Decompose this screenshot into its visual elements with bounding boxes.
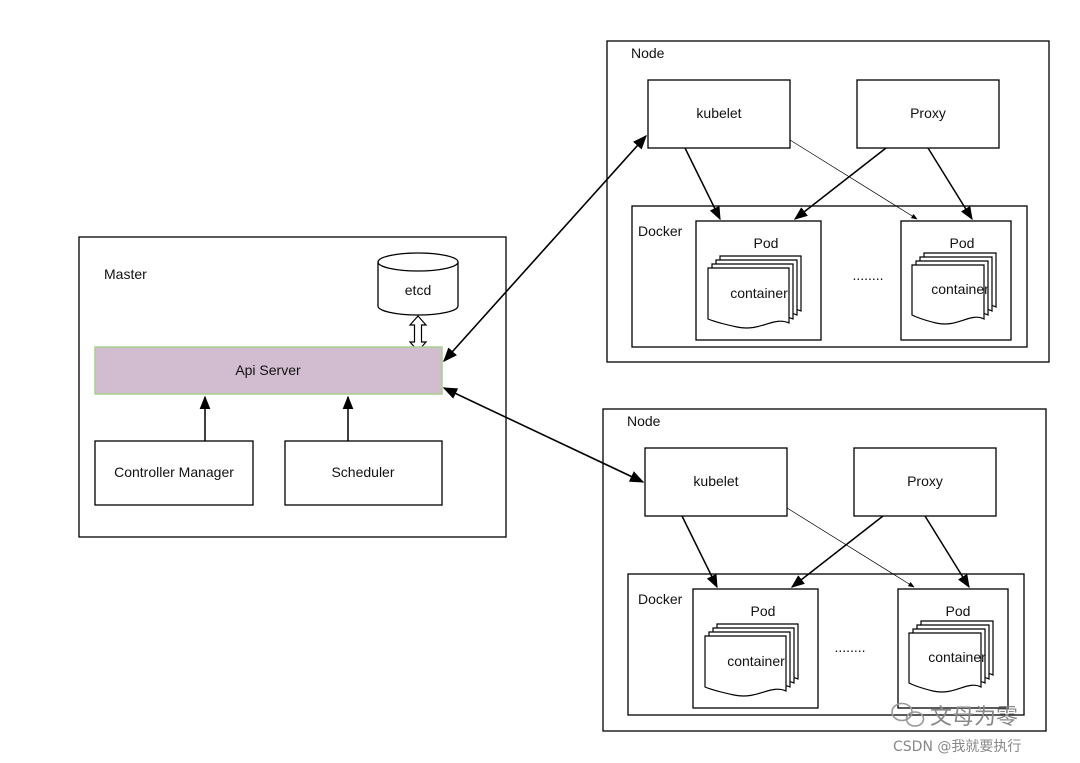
api-server-box: Api Server — [94, 346, 443, 395]
watermark: 文母为零 CSDN @我就要执行 — [891, 702, 1021, 755]
controller-manager-box: Controller Manager — [94, 440, 254, 506]
node-2-pod-b-container-label: container — [928, 649, 986, 665]
node-1-ellipsis: ........ — [852, 267, 883, 283]
watermark-csdn: CSDN @我就要执行 — [893, 739, 1021, 755]
node-2-proxy-label: Proxy — [907, 473, 943, 489]
node-2-proxy-pod-a-arrow — [790, 515, 884, 588]
node-2: Node kubelet Proxy Docker Pod container … — [602, 408, 1047, 732]
scheduler-label: Scheduler — [331, 464, 394, 480]
api-node-2-kubelet-arrow — [442, 387, 645, 483]
node-1-kubelet-box — [647, 79, 791, 149]
node-1-docker-label: Docker — [638, 223, 683, 239]
node-1-kubelet-pod-b-arrow — [789, 139, 918, 220]
node-2-kubelet-label: kubelet — [693, 473, 738, 489]
watermark-wechat-name: 文母为零 — [930, 705, 1018, 730]
etcd-label: etcd — [405, 282, 431, 298]
node-2-pod-a-container-shape — [704, 635, 787, 697]
node-1-proxy-label: Proxy — [910, 105, 946, 121]
node-2-ellipsis: ........ — [834, 639, 865, 655]
wechat-icon — [891, 702, 925, 727]
node-1-pod-a-container-shape — [707, 267, 790, 329]
node-1-pod-b-container-label: container — [931, 281, 989, 297]
node-1-pod-a-title: Pod — [754, 235, 779, 251]
api-node-1-kubelet-arrow — [443, 134, 647, 363]
master-title: Master — [104, 266, 147, 282]
node-1-proxy-pod-b-arrow — [927, 147, 973, 221]
scheduler-box: Scheduler — [284, 440, 443, 506]
node-1-pod-a-container-label: container — [730, 285, 788, 301]
node-1-kubelet-label: kubelet — [696, 105, 741, 121]
node-2-pod-b-container-shape — [908, 632, 982, 693]
etcd-cylinder: etcd — [377, 252, 459, 316]
node-2-kubelet-box — [644, 447, 788, 517]
node-1-pod-b-container-shape — [911, 264, 985, 325]
node-1: Node kubelet Proxy Docker Pod container … — [606, 40, 1050, 363]
node-2-proxy-box — [853, 447, 997, 517]
node-1-title: Node — [631, 45, 665, 61]
node-2-title: Node — [627, 413, 661, 429]
node-1-kubelet-pod-a-arrow — [684, 147, 721, 221]
node-2-pod-b-title: Pod — [946, 603, 971, 619]
controller-manager-label: Controller Manager — [114, 464, 234, 480]
node-1-proxy-pod-a-arrow — [793, 147, 887, 220]
node-2-proxy-pod-b-arrow — [924, 515, 970, 589]
node-2-pod-a-title: Pod — [751, 603, 776, 619]
node-1-pod-b-title: Pod — [950, 235, 975, 251]
node-2-kubelet-pod-b-arrow — [786, 507, 915, 588]
node-2-pod-a-container-label: container — [727, 653, 785, 669]
node-2-kubelet-pod-a-arrow — [681, 515, 718, 589]
api-server-label: Api Server — [235, 362, 301, 378]
node-2-docker-label: Docker — [638, 591, 683, 607]
